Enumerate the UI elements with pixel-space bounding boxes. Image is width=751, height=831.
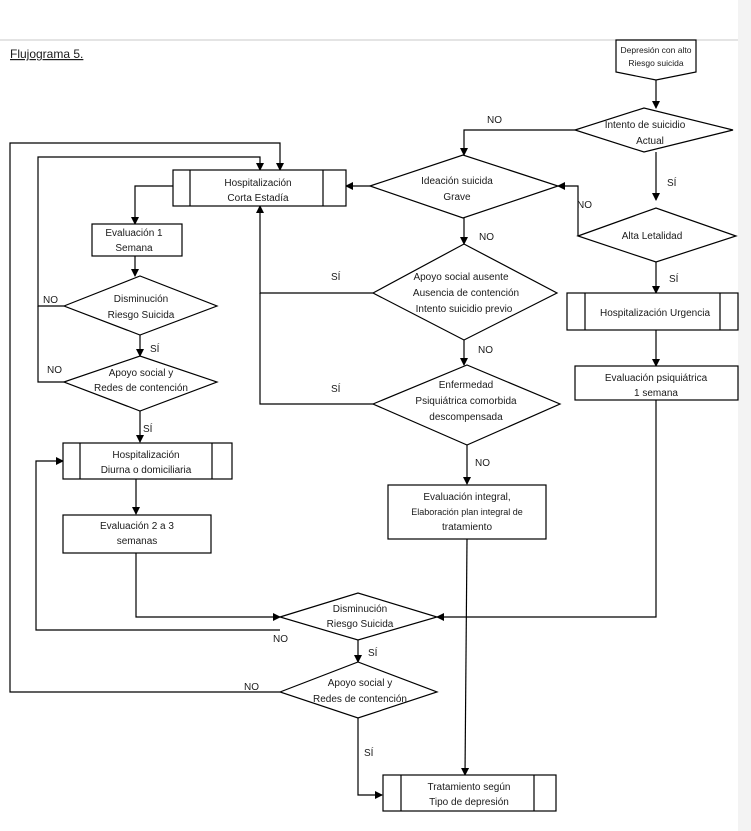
decision-enfermedad-line-3: descompensada <box>429 412 503 423</box>
decision-disminucion-riesgo-1: Disminución Riesgo Suicida <box>62 275 219 336</box>
process-hospitalizacion-urgencia: Hospitalización Urgencia <box>566 292 739 331</box>
node-start-line-1: Depresión con alto <box>621 45 692 55</box>
edge-label-si: SÍ <box>331 382 341 395</box>
process-hosp-diurna-line-2: Diurna o domiciliaria <box>101 465 192 476</box>
diagram-title: Flujograma 5. <box>10 47 83 61</box>
edge-label-si: SÍ <box>331 270 341 283</box>
edge-label-no: NO <box>273 634 288 645</box>
right-scroll-gutter <box>738 0 751 831</box>
process-hosp-urgencia-line-1: Hospitalización Urgencia <box>600 308 710 319</box>
decision-enfermedad-line-1: Enfermedad <box>439 380 493 391</box>
edge-label-no: NO <box>244 682 259 693</box>
edge-labels: NO SÍ NO NO SÍ SÍ NO SÍ NO NO SÍ SÍ NO N… <box>43 115 679 759</box>
decision-ideacion-suicida: Ideación suicida Grave <box>368 154 560 219</box>
decision-alta-letalidad: Alta Letalidad <box>576 207 738 263</box>
decision-apoyo1-line-1: Apoyo social y <box>109 368 173 379</box>
edge-label-no: NO <box>475 458 490 469</box>
process-evaluacion-1-semana: Evaluación 1 Semana <box>91 223 183 257</box>
decision-intento-line-1: Intento de suicidio <box>605 120 686 131</box>
decision-letalidad-line-1: Alta Letalidad <box>622 231 683 242</box>
process-tratamiento: Tratamiento según Tipo de depresión <box>382 774 557 812</box>
process-hosp-corta-line-1: Hospitalización <box>224 178 291 189</box>
decision-apoyo2-line-1: Apoyo social y <box>328 678 392 689</box>
process-evaluacion-2-3-semanas: Evaluación 2 a 3 semanas <box>62 514 212 554</box>
process-eval-psiq-line-2: 1 semana <box>634 388 678 399</box>
edge-label-si: SÍ <box>150 342 160 355</box>
process-hospitalizacion-diurna: Hospitalización Diurna o domiciliaria <box>62 442 233 480</box>
decision-apoyo-social-ausente: Apoyo social ausente Ausencia de contenc… <box>371 243 559 341</box>
process-hosp-corta-line-2: Corta Estadía <box>227 193 289 204</box>
decision-ideacion-line-2: Grave <box>443 192 471 203</box>
decision-dism1-line-2: Riesgo Suicida <box>108 310 175 321</box>
edge-label-si: SÍ <box>364 746 374 759</box>
decision-apoyo-ausente-line-1: Apoyo social ausente <box>413 272 509 283</box>
decision-apoyo-social-1: Apoyo social y Redes de contención <box>62 355 219 412</box>
decision-ideacion-line-1: Ideación suicida <box>421 176 493 187</box>
process-eval-integral-line-1: Evaluación integral, <box>423 492 510 503</box>
edge-label-no: NO <box>43 295 58 306</box>
connectors <box>9 80 660 799</box>
decision-disminucion-riesgo-2: Disminución Riesgo Suicida <box>277 592 440 641</box>
edge-label-si: SÍ <box>669 272 679 285</box>
edge-label-no: NO <box>487 115 502 126</box>
decision-apoyo2-line-2: Redes de contención <box>313 694 407 705</box>
decision-intento-line-2: Actual <box>636 136 664 147</box>
decision-enfermedad-line-2: Psiquiátrica comorbida <box>415 396 517 407</box>
process-eval1-line-2: Semana <box>115 243 153 254</box>
decision-dism2-line-2: Riesgo Suicida <box>327 619 394 630</box>
process-eval23-line-1: Evaluación 2 a 3 <box>100 521 174 532</box>
decision-intento-suicidio: Intento de suicidio Actual <box>573 107 734 153</box>
edge-label-no: NO <box>47 365 62 376</box>
process-evaluacion-integral: Evaluación integral, Elaboración plan in… <box>387 484 547 540</box>
node-start-line-2: Riesgo suicida <box>628 58 684 68</box>
process-eval23-line-2: semanas <box>117 536 158 547</box>
edge-label-no: NO <box>479 232 494 243</box>
edge-label-no: NO <box>577 200 592 211</box>
decision-apoyo-ausente-line-3: Intento suicidio previo <box>416 304 513 315</box>
process-eval-integral-line-2: Elaboración plan integral de <box>411 507 523 517</box>
edge-label-si: SÍ <box>667 176 677 189</box>
process-eval-integral-line-3: tratamiento <box>442 522 492 533</box>
decision-apoyo-ausente-line-2: Ausencia de contención <box>413 288 519 299</box>
edge-label-si: SÍ <box>143 422 153 435</box>
node-start: Depresión con alto Riesgo suicida <box>615 39 697 81</box>
process-hosp-diurna-line-1: Hospitalización <box>112 450 179 461</box>
decision-dism2-line-1: Disminución <box>333 604 387 615</box>
decision-apoyo1-line-2: Redes de contención <box>94 383 188 394</box>
decision-apoyo-social-2: Apoyo social y Redes de contención <box>278 661 439 719</box>
process-tratamiento-line-2: Tipo de depresión <box>429 797 509 808</box>
edge-label-no: NO <box>478 345 493 356</box>
process-tratamiento-line-1: Tratamiento según <box>427 782 510 793</box>
decision-enfermedad-psiquiatrica: Enfermedad Psiquiátrica comorbida descom… <box>371 364 562 446</box>
process-eval1-line-1: Evaluación 1 <box>105 228 163 239</box>
decision-dism1-line-1: Disminución <box>114 294 168 305</box>
process-hospitalizacion-corta: Hospitalización Corta Estadía <box>172 169 347 207</box>
edge-label-si: SÍ <box>368 646 378 659</box>
process-evaluacion-psiquiatrica: Evaluación psiquiátrica 1 semana <box>574 365 739 401</box>
process-eval-psiq-line-1: Evaluación psiquiátrica <box>605 373 708 384</box>
